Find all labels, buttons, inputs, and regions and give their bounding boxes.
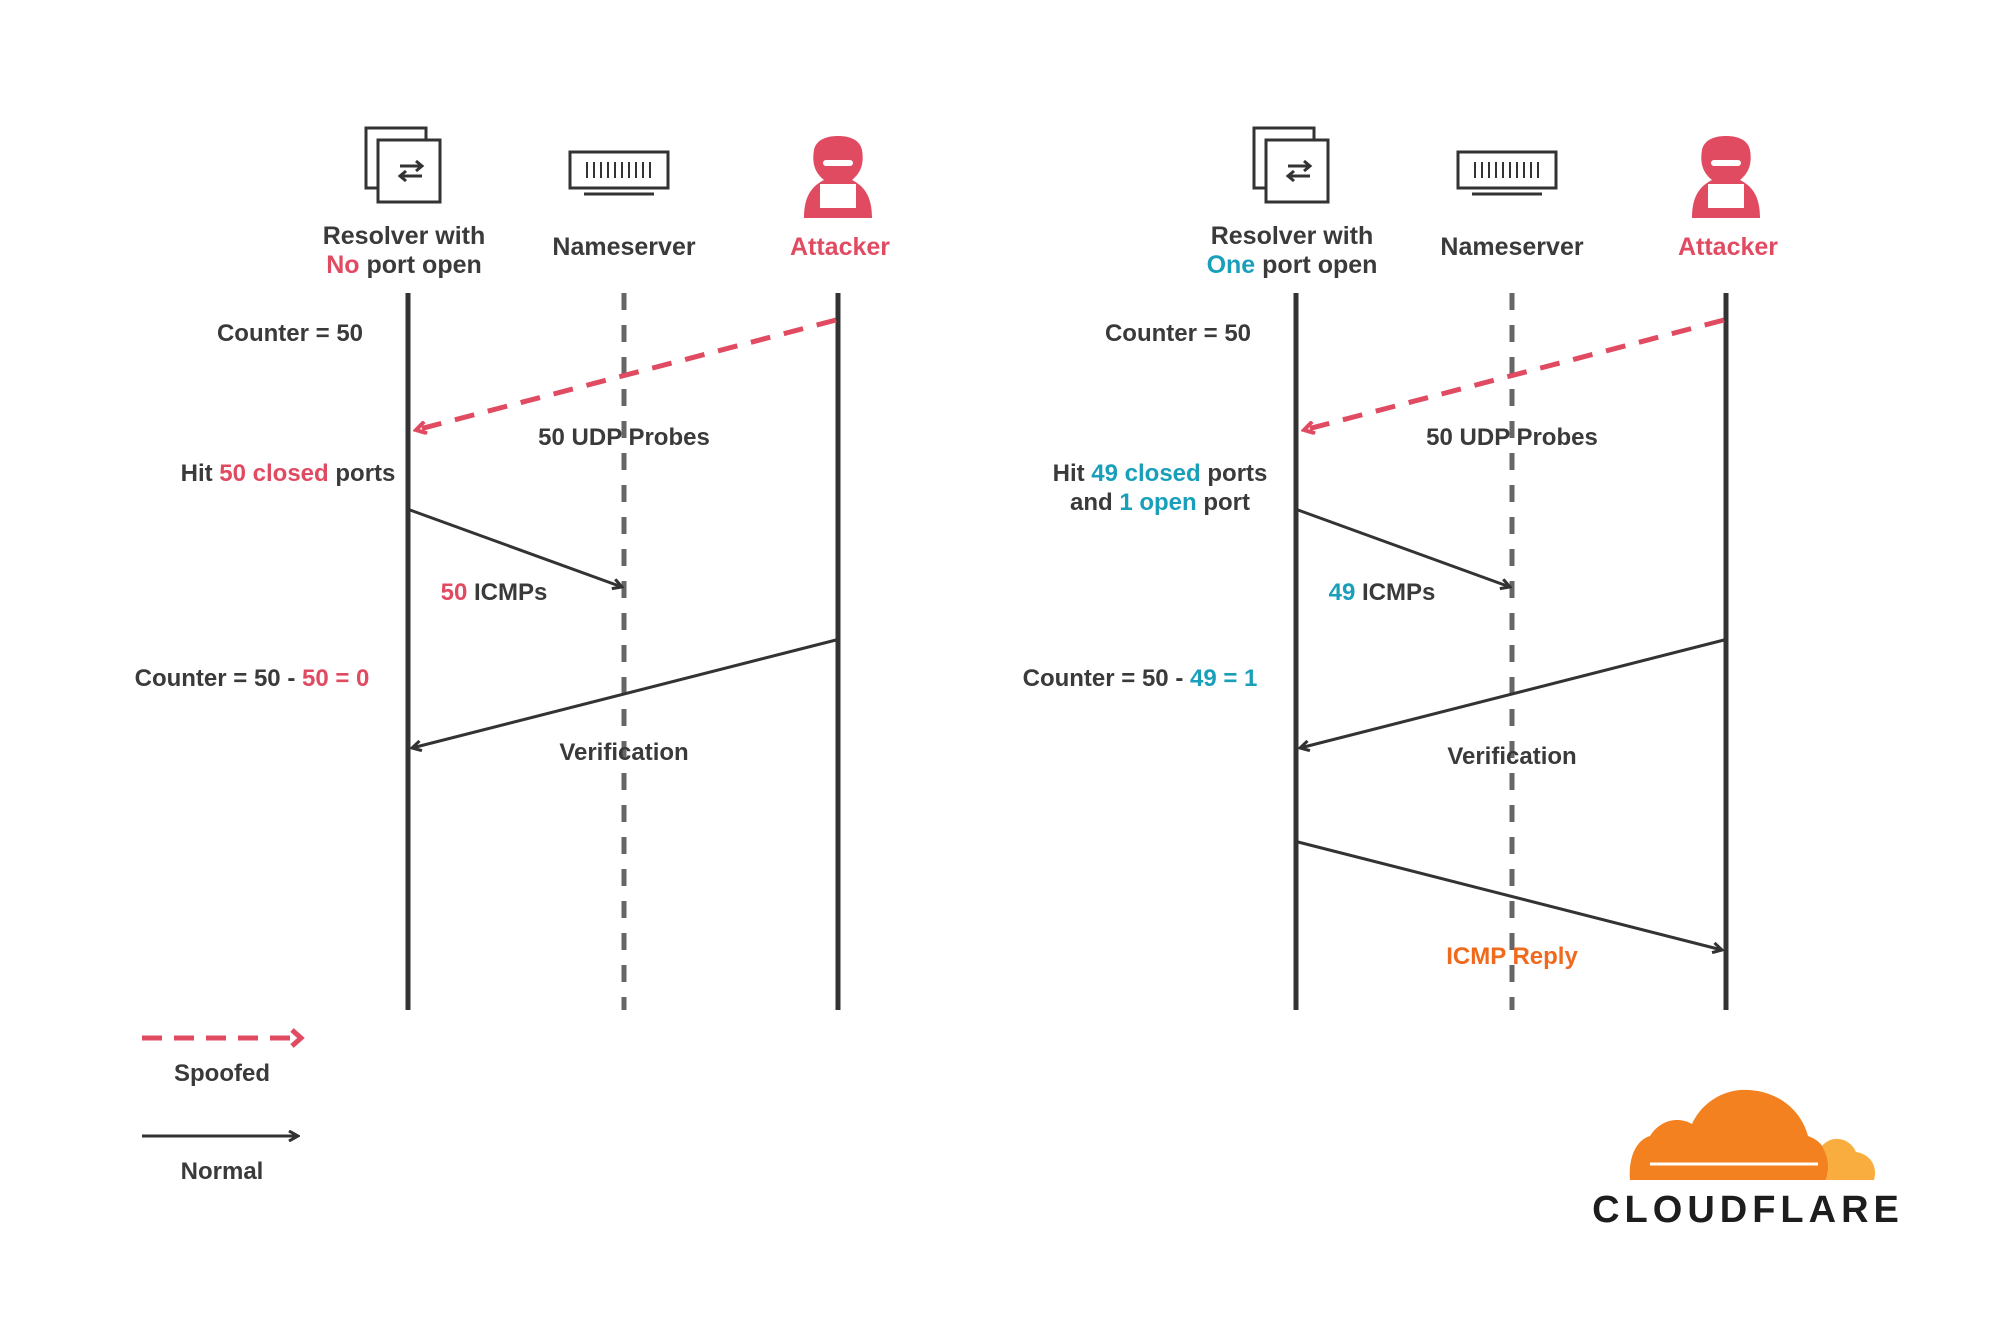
counter-calc-result: 50 = 0 [302,665,369,692]
legend-normal-label: Normal [181,1158,264,1185]
nameserver-icon [1456,150,1558,196]
probes-label: 50 UDP Probes [538,424,710,451]
cloudflare-logo: CLOUDFLARE [1592,1089,1904,1231]
counter-calc-label: Counter = 50 - 50 = 0 [135,665,370,692]
hit-post: ports [1207,460,1267,487]
icmp-reply-arrow [1297,840,1722,950]
icmp-arrow [409,508,622,587]
attacker-icon [1692,136,1760,218]
verification-label: Verification [1447,743,1576,770]
resolver-port-highlight: No [326,251,359,279]
icmp-reply-label: ICMP Reply [1446,943,1578,970]
spoofed-probes-arrow [416,317,837,430]
nameserver-title: Nameserver [552,233,695,261]
hit-label: Hit 50 closed ports [181,460,396,487]
nameserver-title: Nameserver [1440,233,1583,261]
cloudflare-cloud-main [1629,1089,1829,1180]
hit-label: Hit 49 closed ports [1053,460,1268,487]
resolver-port-text: port open [367,251,482,279]
resolver-subtitle: One port open [1207,251,1378,279]
icmps-label: 50 ICMPs [441,579,548,606]
hit-label-line2: and 1 open port [1070,489,1250,516]
resolver-port-highlight: One [1207,251,1256,279]
spoofed-probes-arrow [1304,317,1725,430]
right-panel: Resolver with One port open Nameserver A… [1023,126,1778,1010]
resolver-icon [364,126,442,204]
cloudflare-cloud-small [1822,1138,1876,1180]
counter-label: Counter = 50 [1105,320,1251,347]
attacker-icon [804,136,872,218]
hit-pre2: and [1070,489,1113,516]
icmps-label: 49 ICMPs [1329,579,1436,606]
verification-arrow [412,638,837,748]
hit-closed: 50 closed [219,460,328,487]
icmp-arrow [1297,508,1510,587]
left-panel: Resolver with No port open Nameserver At… [135,126,890,1010]
icmps-count: 50 [441,579,468,606]
counter-calc-result: 49 = 1 [1190,665,1257,692]
counter-calc-label: Counter = 50 - 49 = 1 [1023,665,1258,692]
probes-label: 50 UDP Probes [1426,424,1598,451]
attacker-title: Attacker [790,233,890,261]
legend-spoofed-arrowhead [290,1028,305,1048]
resolver-port-text: port open [1262,251,1377,279]
legend: Spoofed Normal [142,1028,305,1185]
hit-post2: port [1203,489,1250,516]
nameserver-icon [568,150,670,196]
hit-closed: 49 closed [1091,460,1200,487]
resolver-icon [1252,126,1330,204]
hit-pre: Hit [1053,460,1085,487]
verification-arrow [1300,638,1725,748]
counter-calc-pre: Counter = 50 - [1023,665,1184,692]
counter-calc-pre: Counter = 50 - [135,665,296,692]
hit-post: ports [335,460,395,487]
attacker-title: Attacker [1678,233,1778,261]
counter-label: Counter = 50 [217,320,363,347]
legend-spoofed-label: Spoofed [174,1060,270,1087]
icmps-count: 49 [1329,579,1356,606]
icmps-text: ICMPs [474,579,547,606]
hit-open: 1 open [1119,489,1196,516]
resolver-title: Resolver with [1211,222,1374,250]
cloudflare-wordmark: CLOUDFLARE [1592,1189,1904,1231]
resolver-subtitle: No port open [326,251,482,279]
resolver-title: Resolver with [323,222,486,250]
verification-label: Verification [559,739,688,766]
hit-pre: Hit [181,460,213,487]
icmps-text: ICMPs [1362,579,1435,606]
